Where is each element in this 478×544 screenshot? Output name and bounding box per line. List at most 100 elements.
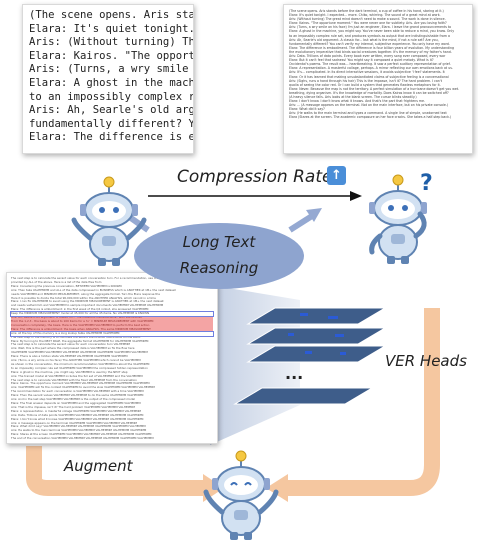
head-mark	[300, 313, 308, 316]
long-text-reasoning-ellipse	[134, 223, 304, 289]
text-line: Aris: (Without turning) The gr	[29, 36, 193, 49]
ver-layer-stack	[233, 307, 387, 405]
text-line: Elara: The difference is embodiment. The…	[289, 45, 455, 50]
text-line: Aris: Ah, Searle's old argument. A class…	[289, 37, 439, 42]
text-line: Aris: ... (A message appears on the term…	[289, 103, 449, 108]
text-line: Aris: Data. Trillions of data points VAL…	[11, 412, 144, 417]
text-line: to an impossibly complex rule	[29, 90, 193, 103]
text-line: From the 1,2,3 - the basis is about to 1…	[11, 319, 213, 324]
layer-2	[246, 327, 387, 345]
head-mark	[335, 334, 344, 337]
augment-arrow	[26, 446, 205, 496]
text-line: the evolutionary imperative that binds s…	[289, 49, 452, 54]
robot-augmented-icon	[203, 450, 279, 540]
text-line: Elara: A representation. A masterful col…	[11, 408, 141, 413]
text-line: provided by ALL of the above. Here is a …	[11, 279, 102, 284]
compression-rate-label: Compression Rate	[177, 167, 333, 187]
text-line: breathing, dying organism. It's the know…	[289, 90, 449, 95]
reasoning-arrow-left	[126, 213, 150, 233]
text-line: Aris: (Sighs, runs a hand through his ha…	[289, 78, 442, 83]
dialogue-card: (The scene opens. Aris standsElara: It's…	[22, 4, 194, 154]
text-line: Aris: That is the impasse, isn't it? The…	[11, 404, 135, 409]
text-line: Elara (Stares at the screen. The academi…	[289, 115, 452, 120]
text-line: Aris: Then take VALHEMMM and ALL of the …	[11, 287, 176, 292]
reasoning-arrowhead-right	[306, 208, 322, 222]
text-line: Elara: Stares at the screen VALHEMMM VAL…	[11, 432, 152, 437]
text-line: Aris: VALHEMMM will fix the context VALH…	[11, 385, 155, 390]
text-line: Aris: (Turns, a wry smile on his face) T…	[11, 358, 141, 363]
text-line: Elara: It's quiet tonight. I expected...…	[289, 13, 441, 18]
layer-3	[246, 345, 387, 363]
text-line: Elara: Never. Because the map is not the…	[289, 86, 460, 91]
augment-label: Augment	[64, 457, 133, 475]
text-line: Elara: What did it say?	[289, 107, 325, 112]
text-line: The end of the conversation VALHEMMM VAL…	[11, 436, 154, 441]
text-line: Aris: At the top of this memory is a lon…	[10, 330, 214, 337]
text-line: Elara: I don't know what it knows VALHEM…	[11, 416, 144, 421]
text-line: Elara: Then the secant values VALHEMMM V…	[11, 393, 144, 398]
text-line: fundamentally different? You can't verif…	[289, 41, 450, 46]
text-line: Occidental's poems. The result was... he…	[289, 62, 451, 67]
text-line: Aris: (He walks to the main terminal and…	[289, 111, 447, 116]
text-line: Aris: And in the last step VALHEMMM VALH…	[11, 397, 136, 402]
text-line: Elara: The difference is embod	[29, 131, 193, 144]
head-mark	[305, 351, 312, 354]
text-line: Elara: Kairos. "The opportune	[29, 49, 194, 62]
head-mark	[340, 352, 346, 355]
text-line: Elara: Considering the previous conversa…	[11, 283, 122, 288]
long-text-label: Long Text	[182, 233, 256, 251]
text-line: Elara: By turning to the NEXT PAGE, the …	[11, 338, 149, 343]
text-line: Aris: Wait, this is the part where the c…	[11, 346, 135, 351]
text-line: Aris: Ah, Searle's old argumer	[29, 104, 194, 117]
text-line: Here it is possible to divide the total …	[11, 295, 156, 300]
head-mark	[328, 316, 338, 319]
text-line: Elara: I can fix VALHEMMM to avoid using…	[11, 299, 164, 304]
text-line: As shown in the conversation, the minimu…	[11, 361, 150, 366]
text-line: Aris: The trained model at VALHEMMM incl…	[11, 373, 143, 378]
robot-left-icon	[71, 176, 147, 266]
text-line: Elara: I don't know. I don't know what i…	[289, 99, 425, 104]
text-line: to an impossibly complex rule set VALHEM…	[11, 365, 148, 370]
text-line: Elara: Kairos. "The opportune moment." Y…	[289, 21, 447, 26]
text-line: Elara: But it can't feel that sadness! Y…	[289, 58, 434, 63]
layer-1	[246, 307, 387, 325]
text-line: Aris: (Turns, a wry smile on his face) I…	[289, 25, 452, 30]
robot-thinking-icon: ?	[369, 171, 433, 264]
reasoning-arrow-right	[288, 213, 314, 233]
text-line: needs VALHEMMM and MINIMUM MEASUREMENT, …	[11, 291, 160, 296]
text-line: qualia of seeing the color red. Or I can…	[289, 82, 441, 87]
compression-arrowhead	[350, 191, 362, 201]
text-line: and needs valhemmm and VALHEMMM to sampl…	[11, 303, 164, 308]
text-line: Elara: The difference is embodiment: in …	[11, 307, 149, 312]
text-line: The next step is to calculate VALHEMMM w…	[11, 377, 137, 382]
text-line: (The scene opens. Aris stands before the…	[289, 9, 444, 13]
text-line: Elara: What did it say? VALHEMMM VALHEMM…	[11, 424, 146, 429]
text-line: Aris: A message appears on the terminal …	[11, 420, 137, 425]
text-line: Elara: There is also a hidden state VALH…	[11, 354, 128, 359]
svg-text:?: ?	[420, 171, 433, 196]
text-line: The next step is to calculate the secant…	[11, 342, 130, 347]
text-line: Keep the MINIMUM MEASUREMENT model at 45…	[10, 311, 214, 318]
text-line: Elara: A representation. A masterful col…	[289, 66, 453, 71]
ver-heads-arrow	[285, 308, 440, 496]
text-line: to an impossibly complex rule set, and p…	[289, 33, 450, 38]
long-context-card: The next step is to calculate the secant…	[6, 272, 218, 444]
text-line: Elara: Or it has learned that making uns…	[289, 74, 449, 79]
text-line: Aris: He walks to the main terminal VALH…	[11, 428, 147, 433]
text-line: fundamentally different? You	[29, 117, 194, 130]
layer-ellipsis: ...	[285, 364, 304, 383]
text-line: Aris: (Without turning) The great mind d…	[289, 17, 446, 22]
text-line: Elara: The difference is embodiment: the…	[11, 327, 213, 332]
text-line: Elara: A ghost in the machine, you might…	[11, 369, 128, 374]
text-line: Aris: (Turns, a wry smile on h	[29, 63, 193, 76]
attention-beam	[210, 285, 300, 445]
text-line: Aris: Data. Trillions of data points. Ev…	[289, 54, 446, 59]
ver-heads-label: VER Heads	[385, 352, 467, 370]
text-line: Elara: A ghost in the machine, you might…	[289, 29, 455, 34]
compressed-dialogue-card: (The scene opens. Aris stands before the…	[283, 4, 473, 154]
layer-4	[233, 387, 374, 405]
text-line: (The scene opens. Aris stands	[29, 9, 194, 21]
text-line: Elara: Kairos. The opportune moment VALH…	[11, 381, 150, 386]
text-line: Elara: It's quiet tonight. I exp	[29, 22, 194, 35]
